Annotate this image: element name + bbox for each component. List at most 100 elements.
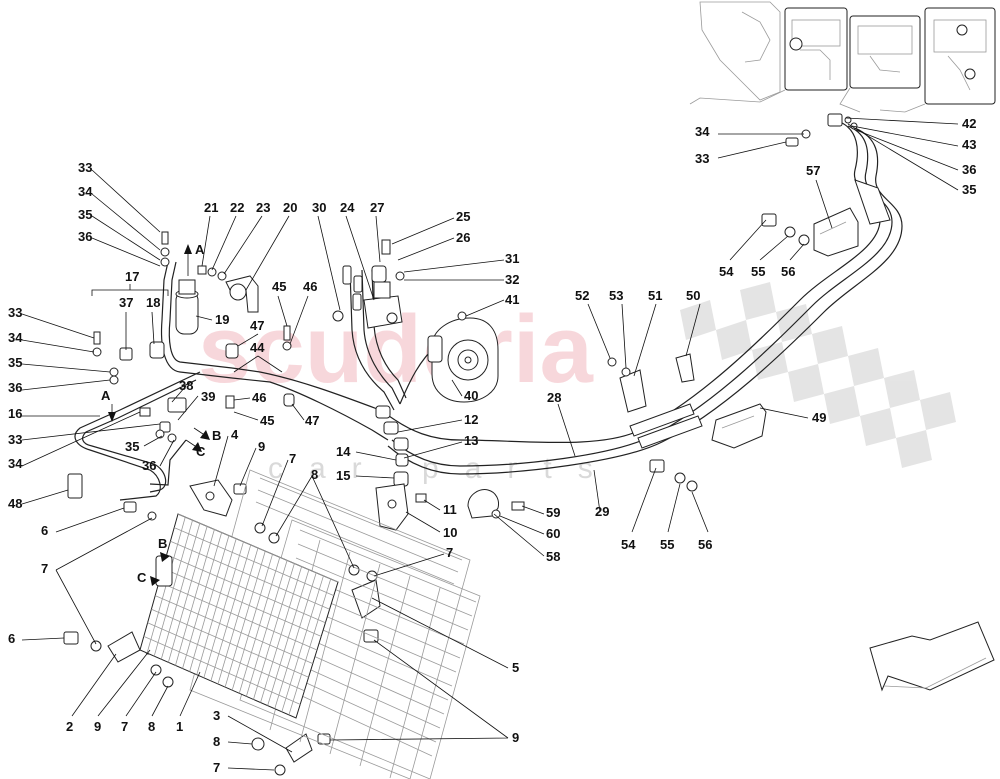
callout-34: 34 [8, 330, 23, 345]
callout-8: 8 [148, 719, 155, 734]
callout-35: 35 [962, 182, 976, 197]
callout-60: 60 [546, 526, 560, 541]
callout-6: 6 [8, 631, 15, 646]
callout-25: 25 [456, 209, 470, 224]
callout-45: 45 [260, 413, 274, 428]
callout-47: 47 [250, 318, 264, 333]
callout-24: 24 [340, 200, 355, 215]
callout-36: 36 [142, 458, 156, 473]
callout-46: 46 [252, 390, 266, 405]
callout-35: 35 [125, 439, 139, 454]
reference-letter-a: A [195, 242, 205, 257]
callout-17: 17 [125, 269, 139, 284]
callout-6: 6 [41, 523, 48, 538]
watermark-sub: car parts [268, 452, 619, 485]
reference-letter-c: C [196, 444, 206, 459]
reference-arrows [108, 244, 210, 586]
callout-5: 5 [512, 660, 519, 675]
callout-43: 43 [962, 137, 976, 152]
callout-50: 50 [686, 288, 700, 303]
callout-3: 3 [213, 708, 220, 723]
callout-22: 22 [230, 200, 244, 215]
callout-34: 34 [8, 456, 23, 471]
callout-31: 31 [505, 251, 519, 266]
callout-9: 9 [258, 439, 265, 454]
callout-39: 39 [201, 389, 215, 404]
callout-29: 29 [595, 504, 609, 519]
callout-11: 11 [443, 502, 457, 517]
callout-33: 33 [78, 160, 92, 175]
callout-38: 38 [179, 378, 193, 393]
line-clips [619, 353, 695, 413]
callout-54: 54 [719, 264, 734, 279]
callout-55: 55 [751, 264, 765, 279]
callout-23: 23 [256, 200, 270, 215]
callout-12: 12 [464, 412, 478, 427]
callout-35: 35 [78, 207, 92, 222]
group-bracket-17 [91, 284, 169, 296]
drier-bracket [225, 275, 259, 313]
mount-bracket [813, 207, 859, 257]
callout-7: 7 [121, 719, 128, 734]
callout-34: 34 [695, 124, 710, 139]
callout-19: 19 [215, 312, 229, 327]
callout-40: 40 [464, 388, 478, 403]
callout-15: 15 [336, 468, 350, 483]
callout-36: 36 [8, 380, 22, 395]
callout-36: 36 [78, 229, 92, 244]
reference-letter-c: C [137, 570, 147, 585]
callout-7: 7 [41, 561, 48, 576]
callout-18: 18 [146, 295, 160, 310]
callout-14: 14 [336, 444, 351, 459]
callout-9: 9 [512, 730, 519, 745]
callout-33: 33 [695, 151, 709, 166]
callout-33: 33 [8, 432, 22, 447]
callout-59: 59 [546, 505, 560, 520]
hardware [63, 113, 858, 776]
leader-lines [21, 117, 959, 771]
callout-10: 10 [443, 525, 457, 540]
callout-7: 7 [213, 760, 220, 775]
callout-42: 42 [962, 116, 976, 131]
callout-7: 7 [446, 545, 453, 560]
callout-28: 28 [547, 390, 561, 405]
callout-20: 20 [283, 200, 297, 215]
pipe-clamp [467, 489, 499, 519]
callout-13: 13 [464, 433, 478, 448]
callout-1: 1 [176, 719, 183, 734]
callout-56: 56 [698, 537, 712, 552]
callout-52: 52 [575, 288, 589, 303]
callout-36: 36 [962, 162, 976, 177]
callout-4: 4 [231, 427, 239, 442]
callout-45: 45 [272, 279, 286, 294]
callout-47: 47 [305, 413, 319, 428]
callout-26: 26 [456, 230, 470, 245]
callout-55: 55 [660, 537, 674, 552]
callout-54: 54 [621, 537, 636, 552]
callout-37: 37 [119, 295, 133, 310]
reference-letter-b: B [158, 536, 167, 551]
line-bracket [375, 483, 409, 531]
callout-44: 44 [250, 340, 265, 355]
expansion-valve-block [363, 265, 403, 329]
callout-8: 8 [311, 467, 318, 482]
callout-30: 30 [312, 200, 326, 215]
reference-letter-a: A [101, 388, 111, 403]
line-support-bracket [711, 403, 767, 449]
callout-56: 56 [781, 264, 795, 279]
callout-21: 21 [204, 200, 218, 215]
front-direction-arrow [869, 621, 995, 692]
callout-46: 46 [303, 279, 317, 294]
callout-32: 32 [505, 272, 519, 287]
callout-8: 8 [213, 734, 220, 749]
callout-49: 49 [812, 410, 826, 425]
engine-bay-illustration [689, 1, 996, 113]
callout-53: 53 [609, 288, 623, 303]
callout-41: 41 [505, 292, 519, 307]
callout-33: 33 [8, 305, 22, 320]
callout-7: 7 [289, 451, 296, 466]
callout-35: 35 [8, 355, 22, 370]
callout-9: 9 [94, 719, 101, 734]
